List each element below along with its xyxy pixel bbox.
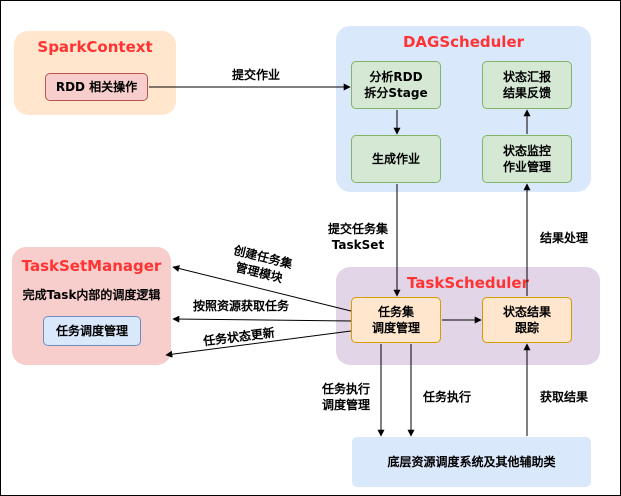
label-exec-schedule: 任务执行 调度管理 — [321, 382, 370, 413]
analyze-rdd-node: 分析RDD 拆分Stage — [351, 61, 441, 109]
task-sched-manage-node: 任务调度管理 — [43, 316, 141, 346]
label-get-result: 获取结果 — [539, 390, 588, 404]
status-tracking-node: 状态结果 跟踪 — [482, 297, 572, 343]
tsm-description: 完成Task内部的调度逻辑 — [22, 288, 161, 302]
task-set-manager-title: TaskSetManager — [21, 257, 162, 275]
edge-task-status-update — [165, 330, 352, 358]
label-submit-taskset: 提交任务集 TaskSet — [327, 222, 388, 253]
dag-scheduler-title: DAGScheduler — [402, 33, 525, 51]
taskset-manage-node: 任务集 调度管理 — [351, 297, 441, 343]
edge-fetch-tasks — [172, 315, 352, 323]
report-status-node: 状态汇报 结果反馈 — [482, 61, 572, 109]
label-submit-job: 提交作业 — [231, 68, 280, 82]
spark-context-title: SparkContext — [37, 38, 153, 56]
label-task-exec: 任务执行 — [422, 390, 471, 404]
rdd-ops-node: RDD 相关操作 — [45, 73, 148, 101]
label-result-processing: 结果处理 — [539, 231, 588, 245]
task-scheduler-title: TaskScheduler — [407, 274, 529, 292]
spark-context-group: SparkContext — [14, 31, 176, 115]
label-fetch-tasks: 按照资源获取任务 — [192, 299, 289, 313]
edge-create-taskset-module — [172, 265, 352, 312]
generate-job-node: 生成作业 — [351, 135, 441, 183]
monitor-status-node: 状态监控 作业管理 — [482, 135, 572, 183]
resource-system-node: 底层资源调度系统及其他辅助类 — [352, 437, 591, 487]
